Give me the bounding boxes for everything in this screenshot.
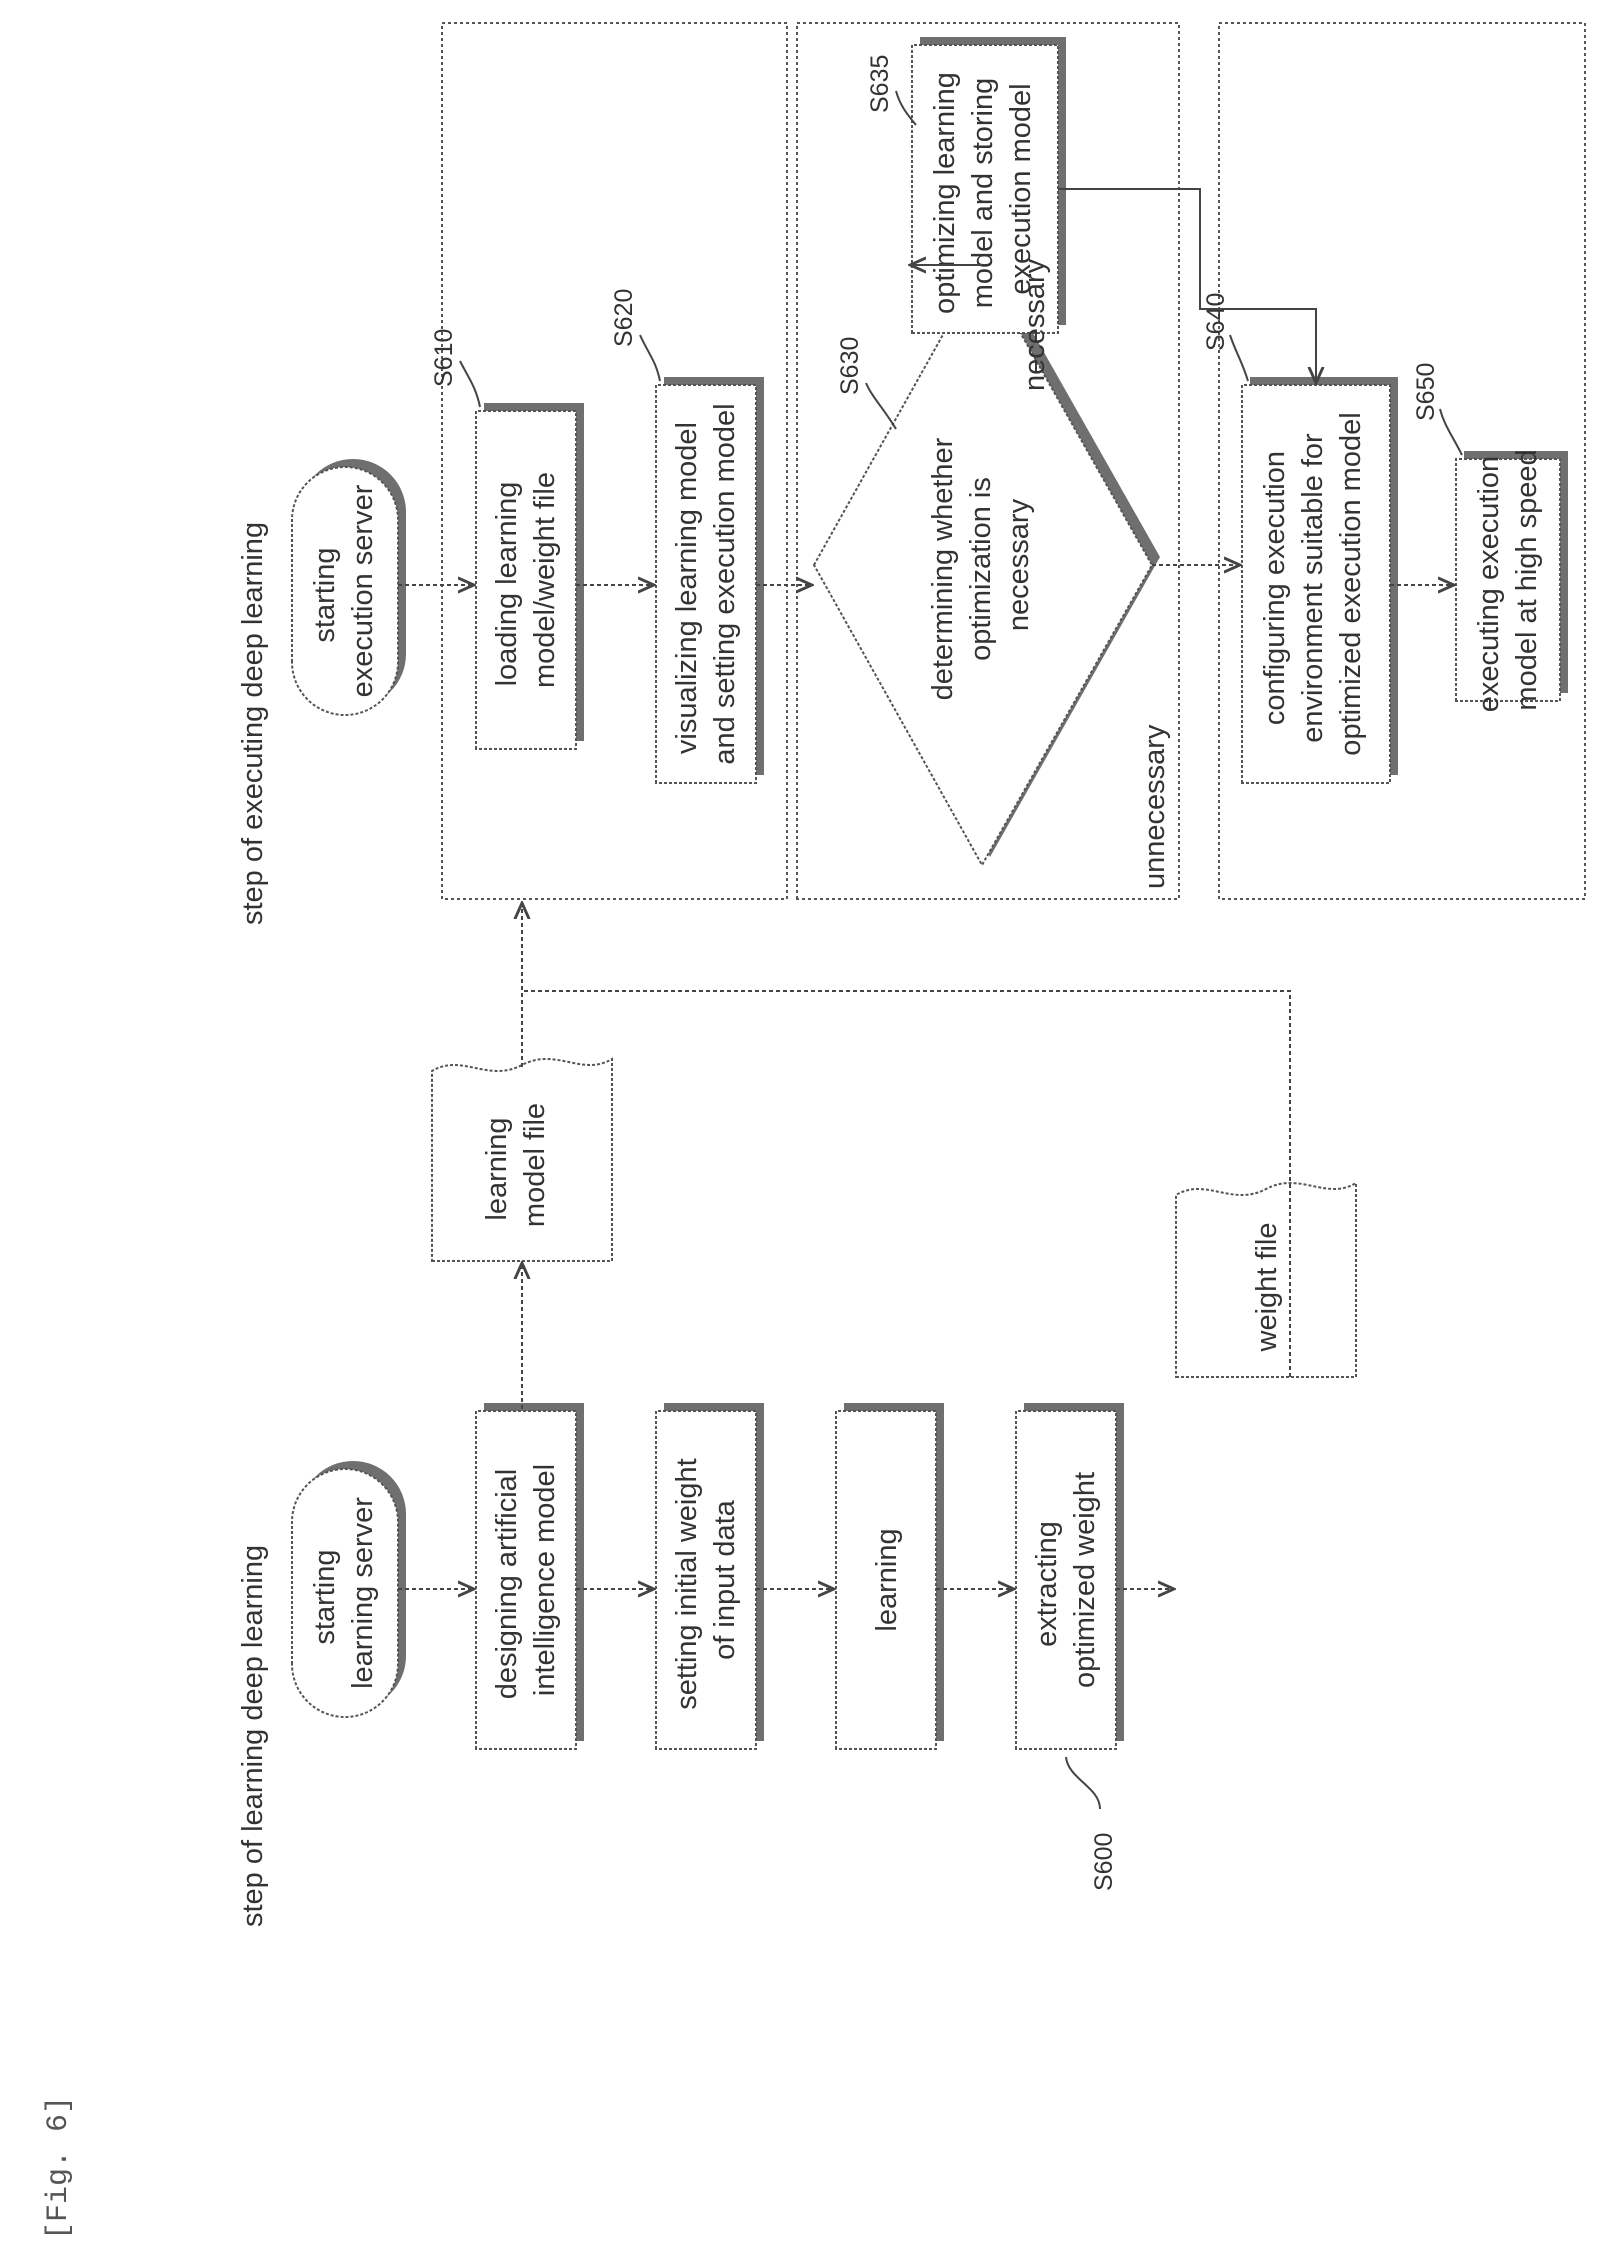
edge-weight-file-to-load: [522, 991, 1290, 1377]
extract-weight-step: extracting optimized weight: [1016, 1403, 1124, 1749]
rotated-diagram: step of learning deep learning step of e…: [237, 23, 1585, 1927]
load-model-step: loading learning model/weight file: [476, 403, 584, 749]
s610-ref: S610: [430, 329, 458, 387]
s620-ref: S620: [610, 289, 638, 347]
s630-ref: S630: [836, 337, 864, 395]
learning-step-label: learning: [871, 1528, 903, 1631]
s650-leader: [1440, 409, 1462, 455]
weight-file-document: weight file: [1176, 1183, 1356, 1377]
execute-model-step: executing execution model at high speed: [1456, 448, 1568, 712]
execution-start-terminal: starting execution server: [292, 459, 406, 715]
s630-leader: [866, 383, 896, 429]
weight-file-label: weight file: [1251, 1223, 1283, 1353]
configure-environment-step: configuring execution environment suitab…: [1242, 377, 1398, 783]
s620-leader: [640, 335, 660, 381]
unnecessary-label: unnecessary: [1139, 724, 1171, 889]
edge-optimize-to-configure: [1058, 189, 1316, 383]
visualize-model-step: visualizing learning model and setting e…: [656, 377, 764, 783]
execution-heading: step of executing deep learning: [237, 522, 269, 925]
optimization-decision: determining whether optimization is nece…: [814, 257, 1160, 865]
s640-leader: [1230, 335, 1248, 381]
learning-heading: step of learning deep learning: [237, 1545, 269, 1927]
s600-leader: [1066, 1757, 1100, 1809]
s650-ref: S650: [1412, 363, 1440, 421]
configure-environment-label: configuring execution environment suitab…: [1259, 412, 1367, 755]
s640-ref: S640: [1202, 293, 1230, 351]
figure-label: [Fig. 6]: [42, 2096, 76, 2240]
learning-model-file-document: learning model file: [432, 1059, 612, 1261]
s610-leader: [460, 361, 480, 407]
set-weight-step: setting initial weight of input data: [656, 1403, 764, 1749]
s600-ref: S600: [1090, 1833, 1118, 1891]
learning-start-terminal: starting learning server: [292, 1461, 406, 1717]
necessary-label: necessary: [1019, 258, 1051, 391]
learning-step: learning: [836, 1403, 944, 1749]
s635-ref: S635: [866, 55, 894, 113]
design-model-step: designing artificial intelligence model: [476, 1403, 584, 1749]
